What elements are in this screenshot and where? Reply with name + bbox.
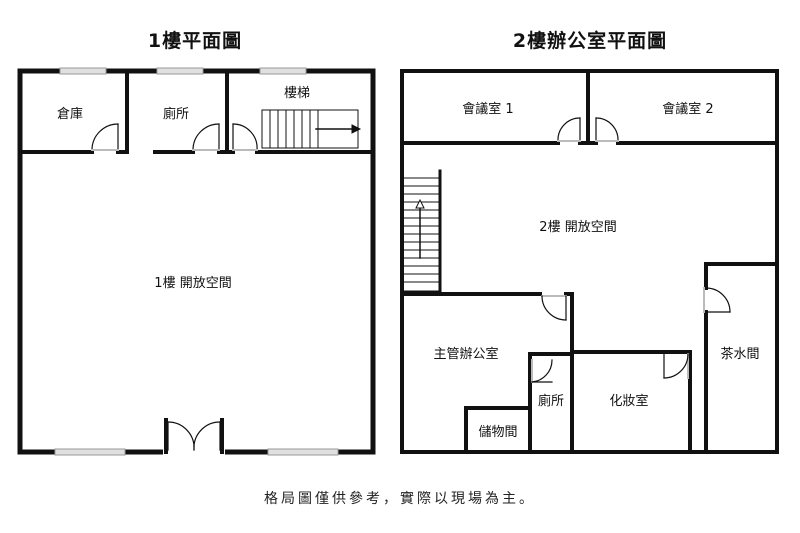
footer-note: 格局圖僅供參考，實際以現場為主。 <box>264 491 536 507</box>
window <box>267 448 339 456</box>
door-meeting1 <box>557 117 581 142</box>
door-stairs <box>232 123 258 151</box>
stairs-2f <box>402 169 442 294</box>
floor2-title: 2樓辦公室平面圖 <box>512 30 668 52</box>
room-stairs: 樓梯 <box>284 86 310 101</box>
door-toilet-1f <box>192 123 220 151</box>
door-manager <box>541 295 567 321</box>
entrance-door <box>163 418 225 455</box>
door-powder <box>663 353 689 379</box>
door-meeting2 <box>595 117 619 142</box>
floor1-outer-wall <box>17 68 376 455</box>
door-toilet-2f <box>531 359 553 383</box>
floor2-plan: 會議室 1 會議室 2 2樓 開放空間 主管辦公室 儲物間 廁所 化妝室 茶水間 <box>400 69 779 454</box>
window <box>259 67 307 75</box>
room-meeting1: 會議室 1 <box>462 101 513 117</box>
door-tea <box>703 287 731 313</box>
room-toilet-1f: 廁所 <box>163 106 189 122</box>
room-open-space-2f: 2樓 開放空間 <box>539 220 616 235</box>
room-toilet-2f: 廁所 <box>538 393 564 409</box>
stairs-1f <box>261 109 362 149</box>
room-manager-office: 主管辦公室 <box>433 346 498 362</box>
window <box>156 67 204 75</box>
room-tea: 茶水間 <box>720 346 759 362</box>
floor1-title: 1樓平面圖 <box>147 30 243 52</box>
room-meeting2: 會議室 2 <box>662 101 713 117</box>
door-storage <box>91 123 119 151</box>
window <box>59 67 107 75</box>
room-powder: 化妝室 <box>609 393 648 409</box>
room-storage: 倉庫 <box>57 107 83 122</box>
window <box>54 448 126 456</box>
floor1-plan: 倉庫 廁所 樓梯 1樓 開放空間 <box>17 67 376 456</box>
room-storeroom: 儲物間 <box>478 425 517 440</box>
room-open-space-1f: 1樓 開放空間 <box>154 276 231 291</box>
